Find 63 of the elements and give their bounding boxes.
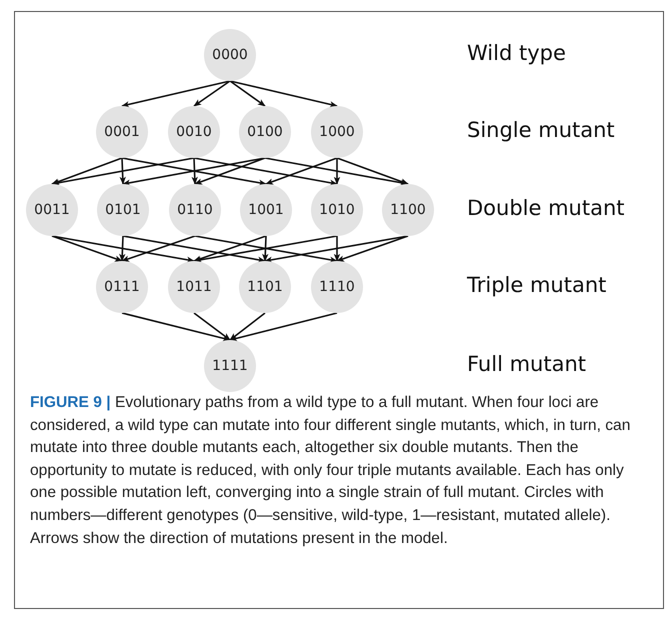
genotype-code: 0100 [247, 124, 283, 140]
genotype-code: 0010 [176, 124, 212, 140]
genotype-code: 0101 [105, 202, 141, 218]
genotype-code: 0000 [212, 47, 248, 63]
genotype-code: 0110 [177, 202, 213, 218]
genotype-code: 0001 [104, 124, 140, 140]
genotype-circle [311, 106, 363, 158]
arrow [52, 235, 123, 262]
genotype-code: 1001 [248, 202, 284, 218]
arrow [334, 236, 340, 262]
genotype-code: 1110 [319, 279, 355, 295]
arrow [336, 235, 408, 262]
genotype-circle [96, 106, 148, 158]
row-label: Double mutant [467, 196, 624, 220]
arrow [122, 312, 231, 342]
genotype-code: 1010 [319, 202, 355, 218]
arrow [230, 80, 266, 107]
genotype-circle [204, 340, 256, 392]
genotype-code: 1011 [176, 279, 212, 295]
arrow [122, 235, 266, 263]
row-label: Single mutant [467, 118, 615, 142]
genotype-circle [97, 184, 149, 236]
arrow [229, 312, 266, 341]
row-label: Wild type [467, 41, 566, 65]
genotype-circle [168, 106, 220, 158]
arrow [193, 235, 266, 262]
figure-caption: FIGURE 9 | Evolutionary paths from a wild type to a full mutant. When four loci are considered, a wild type can mutate into four different single mutants, which, in turn, can mutate into three double mutants each, altogether six double mutants. Then the opportunity to mutate is reduced, with only four triple mutants available. Each has only one possible mutation left, converging into a single strain of full mutant. Circles with numbers—different genotypes (0—sensitive, wild-type, 1—resistant, mutated allele). Arrows show the direction of mutations present in the model. [30, 393, 632, 549]
genotype-circle [311, 184, 363, 236]
arrow [265, 157, 338, 185]
genotype-code: 1100 [390, 202, 426, 218]
arrow [51, 157, 122, 185]
arrow [52, 235, 195, 263]
row-label: Triple mutant [467, 273, 606, 297]
arrow [121, 80, 230, 108]
row-label: Full mutant [467, 352, 586, 376]
arrow [121, 235, 196, 262]
genotype-code: 0011 [34, 202, 70, 218]
genotype-circle [169, 184, 221, 236]
arrow [230, 80, 338, 108]
arrow [193, 80, 230, 107]
genotype-circle [168, 261, 220, 313]
genotype-circle [240, 184, 292, 236]
arrow [194, 157, 266, 185]
arrow [51, 157, 194, 186]
genotype-circle [382, 184, 434, 236]
arrow [194, 157, 338, 186]
genotype-code: 1111 [212, 358, 248, 374]
genotype-code: 0111 [104, 279, 140, 295]
genotype-circle [239, 106, 291, 158]
arrow [262, 236, 268, 262]
genotype-circle [26, 184, 78, 236]
arrow [120, 158, 126, 185]
genotype-code: 1000 [319, 124, 355, 140]
arrow [336, 157, 409, 185]
genotype-circle [311, 261, 363, 313]
genotype-circle [96, 261, 148, 313]
arrow [229, 312, 338, 342]
arrow [192, 158, 198, 185]
genotype-circle [204, 29, 256, 81]
arrow [194, 312, 231, 341]
genotype-circle [239, 261, 291, 313]
arrow [334, 158, 340, 185]
genotype-code: 1101 [247, 279, 283, 295]
